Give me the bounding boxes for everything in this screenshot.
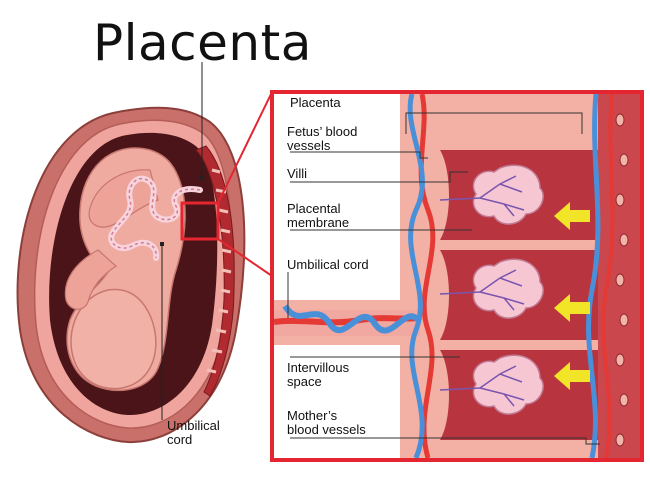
zoom-line-top [217, 91, 273, 204]
label-leaders [287, 112, 600, 445]
cord-vein-coil [282, 304, 421, 334]
label-intervillous-space: Intervillous space [287, 360, 350, 389]
maternal-wall-dots [615, 113, 629, 447]
label-fetus-blood-vessels: Fetus’ blood vessels [287, 124, 358, 153]
fetus-head [70, 288, 157, 390]
flow-arrow-2 [554, 294, 590, 322]
villus-3 [439, 354, 544, 415]
label-umbilical-cord-left: Umbilical cord [167, 418, 220, 447]
maternal-vein [586, 94, 601, 458]
cord-leader-marker [160, 242, 164, 246]
flow-arrow-3 [554, 362, 590, 390]
label-placenta: Placenta [290, 95, 341, 110]
label-placental-membrane: Placental membrane [287, 201, 350, 230]
fetal-artery [418, 94, 436, 458]
page-title: Placenta [93, 14, 312, 72]
maternal-artery [601, 94, 615, 458]
fetus-leg [88, 169, 159, 228]
mothers-vessels-leader [290, 437, 600, 445]
fetus-arm [64, 249, 117, 310]
label-umbilical-cord: Umbilical cord [287, 257, 369, 272]
placenta-leader [405, 112, 583, 134]
title-leader-marker [200, 176, 204, 180]
fetus-umbilical-cord-stripes [110, 177, 201, 259]
villus-2 [439, 258, 544, 319]
flow-arrow-1 [554, 202, 590, 230]
villus-1 [439, 164, 544, 225]
label-villi: Villi [287, 166, 307, 181]
uterus-illustration [16, 62, 273, 444]
umbilical-region-lower [274, 345, 400, 458]
umbilical-region [274, 94, 400, 300]
zoom-line-bottom [217, 238, 273, 277]
placenta-tissue [195, 145, 235, 397]
placenta-stripes [206, 168, 232, 374]
villi-leader [290, 171, 468, 183]
zoom-box [180, 201, 220, 241]
label-mothers-blood-vessels: Mother’s blood vessels [287, 408, 366, 437]
detail-panel [270, 90, 644, 462]
fetus-vessels-leader [290, 151, 428, 159]
